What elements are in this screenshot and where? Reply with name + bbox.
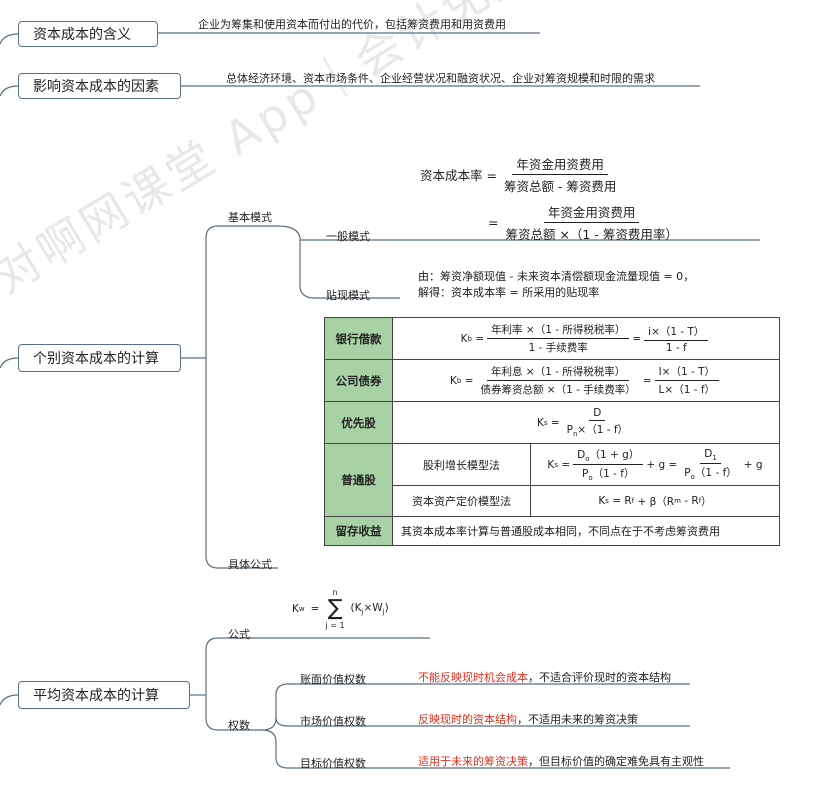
basic-model-label: 基本模式 [228, 211, 272, 224]
node-title: 平均资本成本的计算 [33, 688, 159, 704]
discount-line-2: 解得：资本成本率 = 所采用的贴现率 [418, 286, 600, 299]
row-label: 普通股 [324, 443, 393, 517]
node-capital-cost-factors[interactable]: 影响资本成本的因素 [18, 73, 181, 99]
specific-formula-label: 具体公式 [228, 558, 272, 571]
row-label: 留存收益 [324, 516, 393, 546]
row-label: 银行借款 [324, 317, 393, 360]
row-label: 公司债券 [324, 359, 393, 402]
weight-market-label: 市场价值权数 [300, 715, 366, 728]
meaning-desc: 企业为筹集和使用资本而付出的代价，包括筹资费用和用资费用 [198, 18, 506, 31]
general-model-label: 一般模式 [326, 230, 370, 243]
wacc-formula-label: 公式 [228, 628, 250, 641]
discount-model-label: 贴现模式 [326, 289, 370, 302]
general-equation-1: 资本成本率 = 年资金用资费用筹资总额 - 筹资费用 [420, 154, 623, 195]
weight-market-desc: 反映现时的资本结构，不适用未来的筹资决策 [418, 713, 638, 726]
node-title: 个别资本成本的计算 [33, 351, 159, 367]
node-title: 影响资本成本的因素 [33, 79, 159, 95]
discount-line-1: 由：筹资净额现值 - 未来资本清偿额现金流量现值 = 0， [418, 270, 695, 283]
capm-method-label: 资本资产定价模型法 [392, 485, 531, 517]
weight-target-label: 目标价值权数 [300, 757, 366, 770]
retained-text: 其资本成本率计算与普通股成本相同，不同点在于不考虑筹资费用 [392, 516, 780, 546]
general-equation-2: = 年资金用资费用筹资总额 ×（1 - 筹资费用率） [488, 202, 685, 243]
sigma-symbol: ∑ [327, 596, 343, 621]
factors-desc: 总体经济环境、资本市场条件、企业经营状况和融资状况、企业对筹资规模和时限的需求 [226, 72, 655, 85]
weights-label: 权数 [228, 719, 250, 732]
node-wacc[interactable]: 平均资本成本的计算 [18, 681, 190, 709]
node-capital-cost-meaning[interactable]: 资本成本的含义 [18, 21, 158, 47]
weight-book-label: 账面价值权数 [300, 673, 366, 686]
table-row-retained: 留存收益 其资本成本率计算与普通股成本相同，不同点在于不考虑筹资费用 [324, 516, 780, 546]
weight-book-desc: 不能反映现时机会成本，不适合评价现时的资本结构 [418, 671, 671, 684]
weight-target-desc: 适用于未来的筹资决策，但目标价值的确定难免具有主观性 [418, 755, 704, 768]
dividend-method-label: 股利增长模型法 [392, 443, 531, 486]
node-title: 资本成本的含义 [33, 27, 131, 43]
node-individual-cost[interactable]: 个别资本成本的计算 [18, 344, 181, 372]
row-label: 优先股 [324, 401, 393, 444]
